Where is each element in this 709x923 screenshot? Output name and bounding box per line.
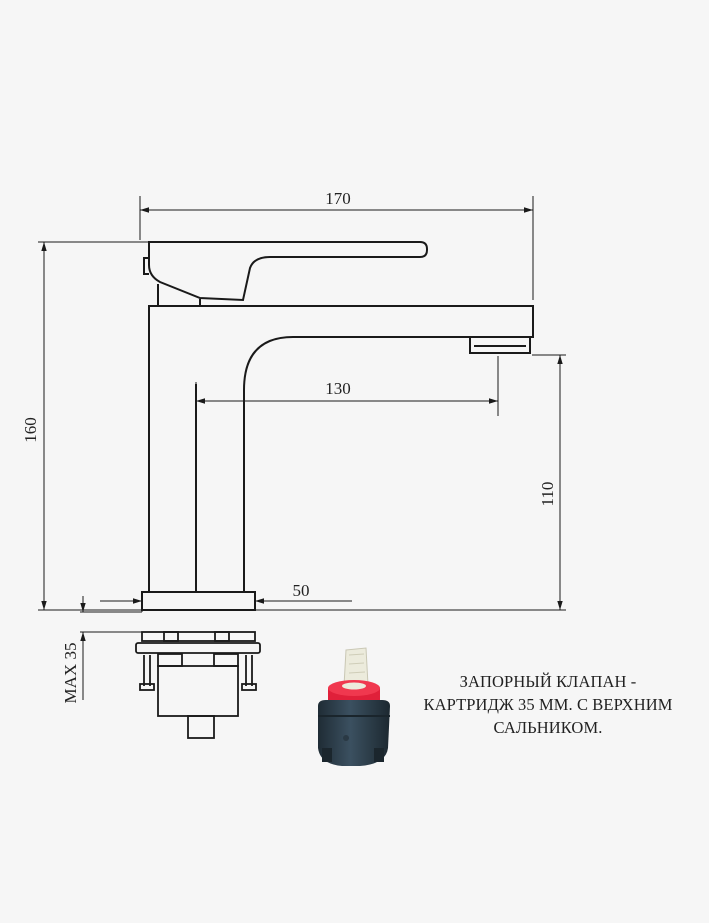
lever-handle (148, 241, 428, 302)
dim-110-label: 110 (538, 482, 557, 507)
aerator (469, 337, 531, 354)
mounting-hardware (135, 631, 261, 739)
note-line-2: КАРТРИДЖ 35 ММ. С ВЕРХНИМ (423, 695, 673, 714)
dimension-lines (38, 196, 566, 700)
dim-130-label: 130 (325, 379, 351, 398)
center-housing (157, 665, 239, 717)
note-line-1: ЗАПОРНЫЙ КЛАПАН - (459, 672, 637, 691)
top-washer (141, 631, 256, 642)
hose-stub (187, 715, 215, 739)
dim-160-label: 160 (21, 417, 40, 443)
stud-right (245, 655, 253, 686)
note-line-3: САЛЬНИКОМ. (493, 718, 603, 737)
cartridge-note: ЗАПОРНЫЙ КЛАПАН - КАРТРИДЖ 35 ММ. С ВЕРХ… (388, 670, 708, 739)
handle-cap (143, 257, 149, 275)
cartridge-image (318, 647, 390, 766)
handle-neck (157, 284, 201, 306)
dim-35-label: MAX 35 (61, 643, 80, 704)
faucet-body (148, 305, 534, 593)
nut-left (157, 653, 183, 667)
base-plate (141, 591, 256, 611)
dim-50-label: 50 (293, 581, 310, 600)
nut-right (213, 653, 239, 667)
stud-left (143, 655, 151, 686)
dim-170-label: 170 (325, 189, 351, 208)
faucet-outline (141, 241, 534, 611)
mounting-plate (135, 642, 261, 654)
